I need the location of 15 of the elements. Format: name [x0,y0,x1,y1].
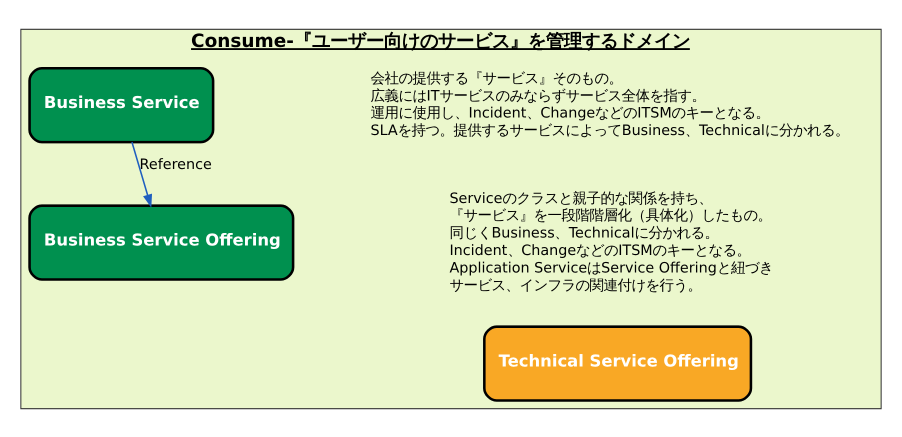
edge-label: Reference [140,156,212,172]
node-label: 同じくBusiness、Technicalに分かれる。 [449,225,719,242]
node-label: SLAを持つ。提供するサービスによってBusiness、Technicalに分かれる。 [370,122,849,139]
node-box: Technical Service Offering [483,324,752,402]
arrow [131,141,152,208]
node-label: 広義にはITサービスのみならずサービス全体を指す。 [370,88,706,104]
node-label: Application ServiceはService Offeringと紐づき [449,260,773,276]
node-label: サービス、インフラの関連付けを行う。 [449,277,702,294]
node-label: 会社の提供する『サービス』そのもの。 [370,70,623,86]
node-box: Business Service [28,66,214,143]
node-box: Business Service Offering [28,204,294,280]
node-label: 運用に使用し、Incident、ChangeなどのITSMのキーとなる。 [370,105,770,122]
node-label: Serviceのクラスと親子的な関係を持ち、 [449,190,712,206]
node-label: Incident、ChangeなどのITSMのキーとなる。 [449,242,751,259]
node-label: 『サービス』を一段階階層化（具体化）したもの。 [449,208,772,224]
